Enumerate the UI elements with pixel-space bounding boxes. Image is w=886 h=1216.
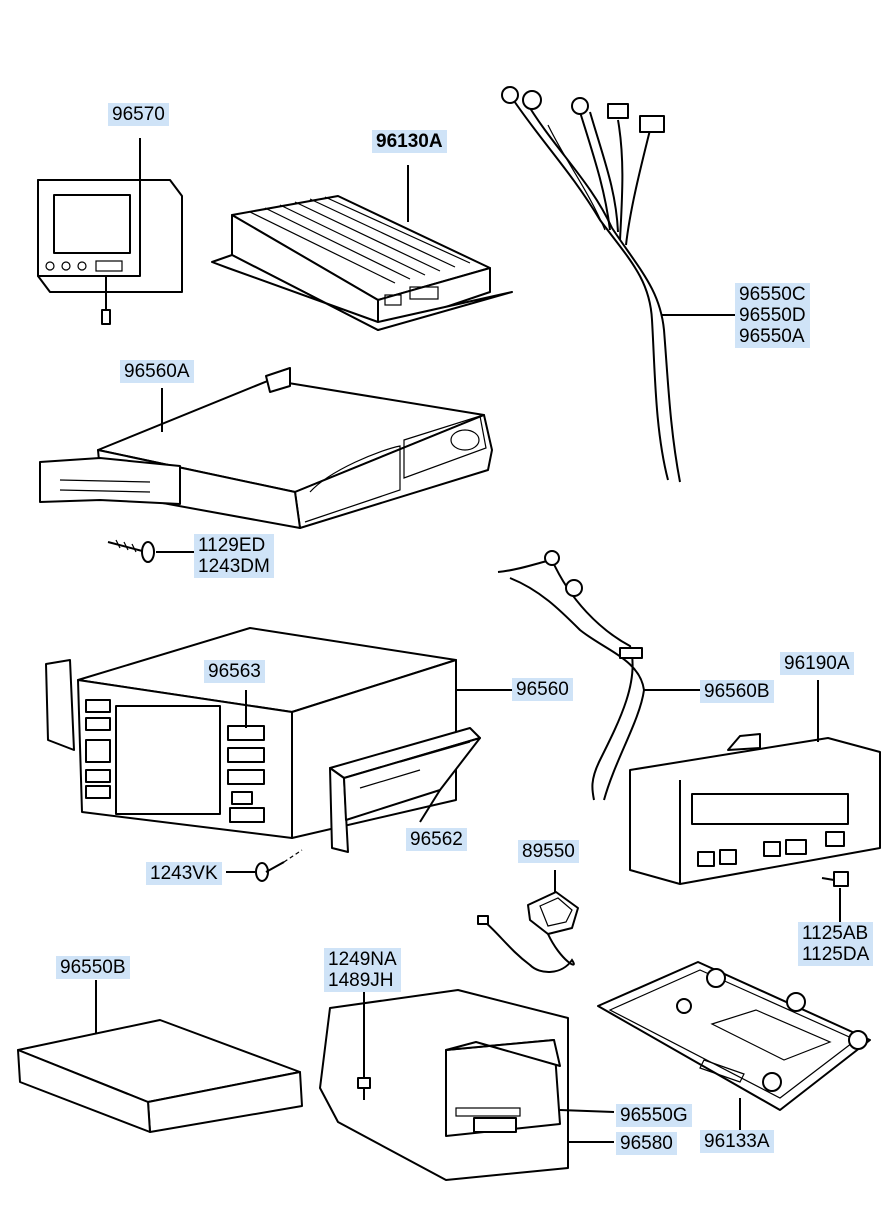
wiring-harness-part [501,86,735,483]
gps-antenna-part [477,870,579,973]
amplifier-part [211,165,513,331]
label-96560a: 96560A [120,360,194,383]
label-96560: 96560 [512,678,573,701]
label-96580: 96580 [616,1132,677,1155]
cassette-unit-part [39,367,493,529]
label-89550: 89550 [518,840,579,863]
label-96563: 96563 [204,660,265,683]
label-1249na-1489jh: 1249NA 1489JH [324,948,401,992]
label-1125ab-1125da: 1125AB 1125DA [798,922,874,966]
bracket-part [329,727,481,853]
head-unit-part [45,627,512,839]
navigation-box-part [319,989,615,1181]
label-1129ed-1243dm: 1129ED 1243DM [194,534,274,578]
label-1243vk: 1243VK [146,862,222,885]
label-96550c-d-a: 96550C 96550D 96550A [735,283,810,348]
small-screw-part [226,849,303,882]
mounting-plate-part [597,961,871,1130]
screw-part [107,539,196,563]
display-unit-part [37,138,183,325]
label-96190a: 96190A [780,652,854,675]
antenna-cable-part [497,550,700,801]
label-96560b: 96560B [700,680,774,703]
label-96133a: 96133A [700,1130,774,1153]
label-96550b: 96550B [56,956,130,979]
bolt-part [821,871,849,922]
control-panel-part [629,680,881,885]
label-96130a: 96130A [372,130,447,153]
label-96570: 96570 [108,103,169,126]
label-96562: 96562 [406,828,467,851]
label-96550g: 96550G [616,1104,692,1127]
cover-plate-part [17,980,303,1133]
